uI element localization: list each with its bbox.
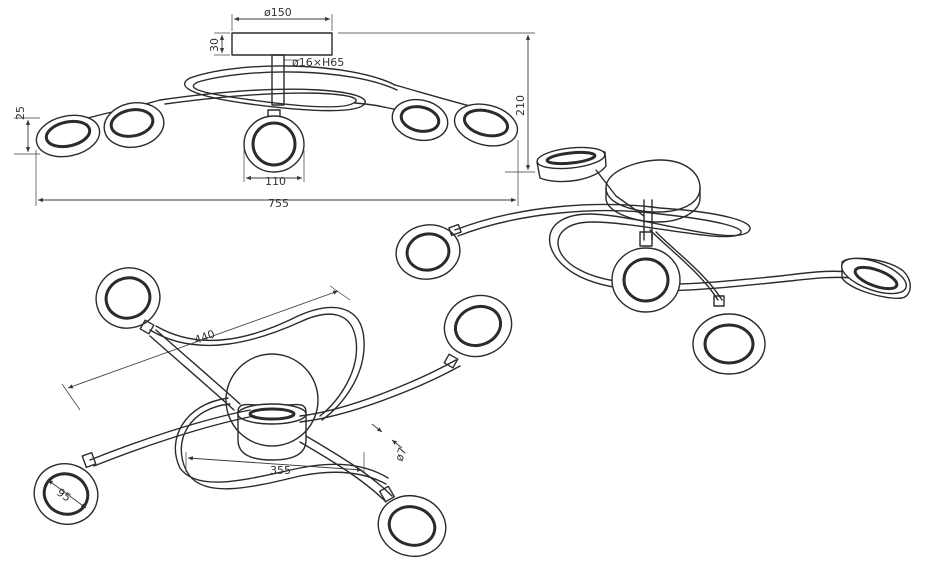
plan-arm-to-bl (89, 409, 255, 467)
plan-head-top-right (443, 294, 513, 369)
plan-head-center (237, 403, 307, 461)
persp-head-top (536, 146, 607, 183)
dim-total-height: 210 (514, 95, 527, 116)
stem (271, 54, 285, 106)
dim-canopy-height: 30 (208, 38, 221, 52)
perspective-view (395, 146, 911, 375)
plan-arm-to-tr (299, 359, 461, 423)
canopy-plate (231, 32, 333, 56)
plan-canopy (225, 353, 319, 447)
head-far-left (35, 114, 101, 158)
arm-loop-lower (164, 71, 398, 108)
arm-to-lower-head (649, 229, 723, 301)
persp-head-center (611, 231, 681, 313)
head-far-right (453, 103, 519, 147)
dim-head-width: 110 (265, 175, 286, 188)
plan-head-top-left (95, 267, 161, 335)
arm-sweep-main (454, 203, 853, 292)
plan-view: 440 355 ø7 95 (33, 267, 513, 557)
front-elevation-view: ø150 30 ø16×H65 25 210 110 755 (14, 6, 535, 210)
dim-arm-span: 440 (193, 327, 217, 346)
arm-to-top-head (595, 169, 645, 217)
dim-canopy-diameter: ø150 (264, 6, 292, 19)
persp-head-left (395, 223, 462, 280)
canopy-disk (605, 159, 701, 223)
persp-head-right (840, 257, 911, 299)
dim-arm-diameter: ø7 (393, 446, 410, 463)
head-right (391, 98, 449, 142)
plan-arm-loop-bottom (180, 403, 387, 490)
dim-stem: ø16×H65 (292, 56, 344, 69)
arm-right (394, 84, 471, 107)
arm-right-2 (354, 102, 399, 111)
dim-total-width: 755 (268, 197, 289, 210)
plan-head-bottom-right (377, 485, 447, 557)
dim-arc-width: 355 (270, 464, 291, 477)
head-left (103, 102, 165, 148)
head-center (243, 109, 305, 173)
plan-arm-loop-top (149, 313, 358, 417)
persp-head-lower (692, 295, 766, 375)
dim-head-height: 25 (14, 106, 27, 120)
arm-loop-upper (159, 65, 396, 112)
